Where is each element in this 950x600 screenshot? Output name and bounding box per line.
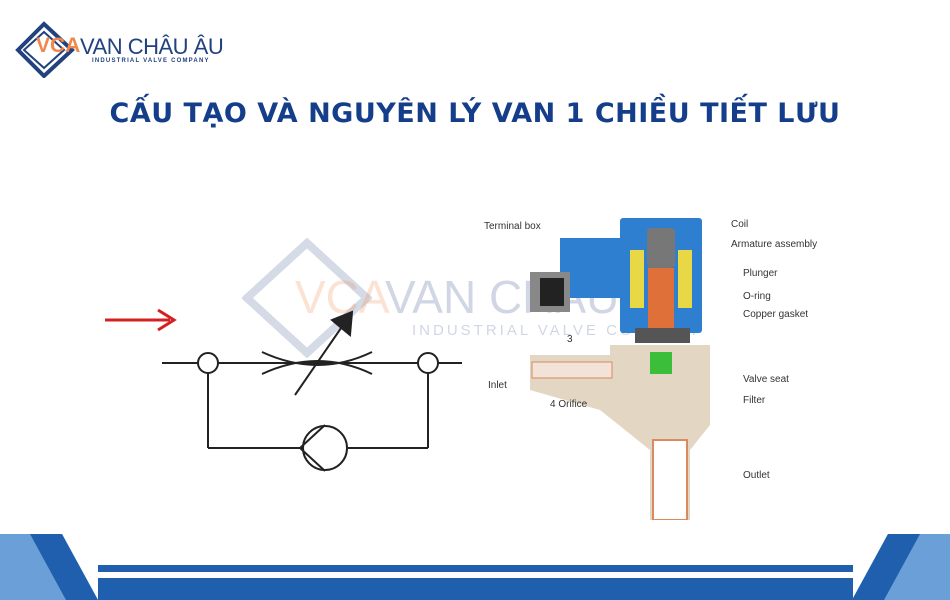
- logo-tagline: INDUSTRIAL VALVE COMPANY: [92, 58, 210, 64]
- label-filter: Filter: [743, 395, 766, 406]
- label-terminal-box: Terminal box: [484, 221, 541, 232]
- logo-name: VAN CHÂU ÂU: [80, 34, 224, 59]
- label-orifice: 4 Orifice: [550, 399, 588, 410]
- logo-mark-icon: [15, 21, 75, 78]
- label-outlet: Outlet: [743, 470, 770, 481]
- label-inlet: Inlet: [488, 380, 507, 391]
- label-copper-gasket: Copper gasket: [743, 309, 809, 320]
- label-plunger: Plunger: [743, 268, 778, 279]
- label-armature: Armature assembly: [731, 239, 818, 250]
- solenoid-valve-cutaway: [530, 218, 710, 520]
- label-oring: O-ring: [743, 291, 771, 302]
- watermark-vca: VCA: [295, 271, 390, 323]
- logo-vca: VCA: [36, 34, 81, 57]
- check-throttle-valve-symbol: [105, 308, 462, 472]
- watermark-mark-icon: [242, 238, 372, 358]
- label-valve-seat: Valve seat: [743, 374, 789, 385]
- page-title: CẤU TẠO VÀ NGUYÊN LÝ VAN 1 CHIỀU TIẾT LƯ…: [109, 98, 841, 129]
- footer-decoration: [0, 534, 950, 600]
- label-3: 3: [567, 334, 573, 345]
- flow-arrow-icon: [105, 308, 177, 332]
- label-coil: Coil: [731, 219, 749, 230]
